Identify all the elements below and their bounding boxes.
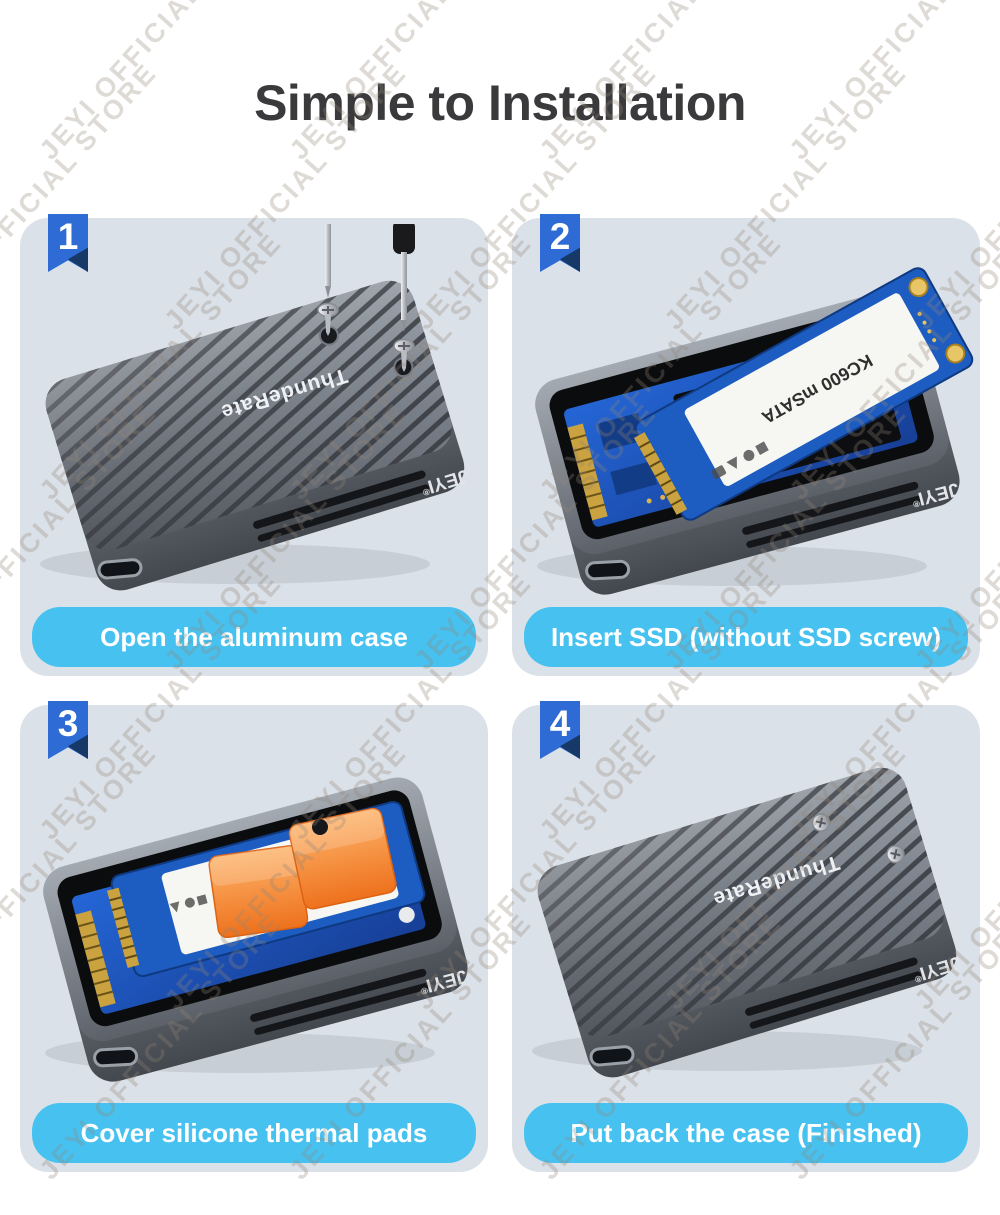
usb-c-port <box>93 1046 139 1068</box>
usb-c-port <box>589 1045 635 1067</box>
mount-ring <box>908 277 929 298</box>
usb-c-port <box>585 559 631 581</box>
step4-figure: JEYI® ThundeRate <box>512 711 980 1097</box>
installed-screw <box>811 813 831 832</box>
ssd-label <box>684 293 939 486</box>
page-title: Simple to Installation <box>254 75 746 131</box>
retaining-latch <box>312 819 328 835</box>
vent-slots <box>253 470 430 542</box>
open-case-insert-ssd-illustration: JEYI® <box>535 267 974 595</box>
step-panel-2: 2 JEYI® <box>512 214 980 676</box>
ssd-connector-fingers <box>633 432 688 515</box>
step4-caption: Put back the case (Finished) <box>524 1103 968 1163</box>
step-panel-1: 1 JEYI® ThundeRate <box>20 214 488 676</box>
screw <box>317 302 339 336</box>
step-badge-2: 2 <box>540 214 580 272</box>
step3-figure: JEYI® <box>20 711 488 1097</box>
aluminum-case-closed: JEYI® ThundeRate <box>537 767 963 1078</box>
mount-ring <box>945 343 966 364</box>
certification-icons <box>169 894 208 913</box>
closed-case-with-screwdrivers-illustration: JEYI® ThundeRate <box>40 224 471 591</box>
ssd-card-tilted: KC600 mSATA <box>633 267 974 521</box>
step-badge-3: 3 <box>48 701 88 759</box>
aluminum-case-closed: JEYI® ThundeRate <box>45 280 471 591</box>
thermal-pad <box>208 845 309 939</box>
step2-caption: Insert SSD (without SSD screw) <box>524 607 968 667</box>
step1-caption: Open the aluminum case <box>32 607 476 667</box>
thermal-pad <box>288 807 397 910</box>
closed-case-finished-illustration: JEYI® ThundeRate <box>532 767 963 1078</box>
open-case-thermal-pads-illustration: JEYI® <box>43 777 469 1082</box>
step-badge-1: 1 <box>48 214 88 272</box>
ssd-card-seated <box>106 800 426 978</box>
vent-slots <box>250 968 430 1035</box>
vent-slots <box>742 481 922 548</box>
certification-icons <box>711 441 769 479</box>
step-number: 4 <box>549 703 571 744</box>
step3-caption: Cover silicone thermal pads <box>32 1103 476 1163</box>
ssd-connector-fingers <box>106 887 140 969</box>
step-panel-3: 3 JEYI® <box>20 701 488 1172</box>
step-number: 2 <box>549 216 571 257</box>
screwdriver-icon <box>393 224 415 332</box>
step-badge-4: 4 <box>540 701 580 759</box>
step1-figure: JEYI® ThundeRate <box>20 224 488 610</box>
step-panel-4: 4 JEYI® ThundeRate <box>512 701 980 1172</box>
step2-figure: JEYI® <box>512 224 980 610</box>
vent-slots <box>745 957 922 1029</box>
screwdriver-icon <box>325 224 331 298</box>
step-number: 1 <box>57 216 79 257</box>
step-number: 3 <box>57 703 79 744</box>
usb-c-port <box>97 558 143 580</box>
screw <box>393 338 415 372</box>
installed-screw <box>886 844 905 864</box>
